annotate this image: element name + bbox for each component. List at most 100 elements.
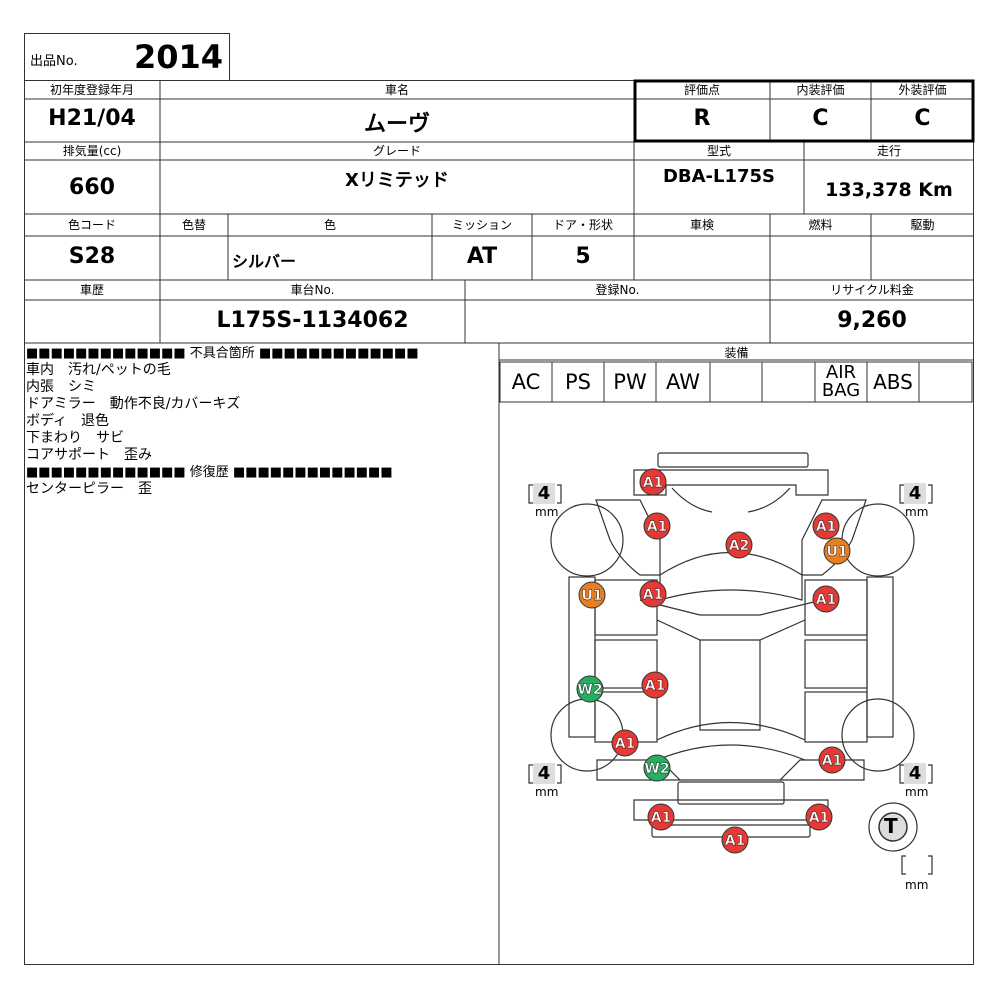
damage-mark-label: A1 xyxy=(645,678,666,694)
recycle-value: 9,260 xyxy=(837,308,907,333)
defects-panel: ■■■■■■■■■■■■■ 不具合箇所 ■■■■■■■■■■■■■ 車内 汚れ/… xyxy=(26,345,496,498)
mission-value: AT xyxy=(466,244,498,269)
damage-mark-circle xyxy=(647,803,675,831)
damage-mark-circle xyxy=(576,675,604,703)
header-car-name: 車名 xyxy=(384,83,409,97)
tire-depth-fr: 4 xyxy=(904,483,926,504)
tire-depth-rr: 4 xyxy=(904,763,926,784)
equipment-aw: AW xyxy=(666,370,700,394)
damage-mark-label: A1 xyxy=(615,736,636,752)
damage-mark-circle xyxy=(578,581,606,609)
damage-mark-label: U1 xyxy=(826,544,847,560)
spare-unit: mm xyxy=(905,878,929,892)
tire-depth-fl: 4 xyxy=(533,483,555,504)
damage-mark-circle xyxy=(818,746,846,774)
tire-depth-rl: 4 xyxy=(533,763,555,784)
equipment-ps: PS xyxy=(565,370,591,394)
damage-mark-label: A1 xyxy=(816,519,837,535)
header-equipment: 装備 xyxy=(724,346,749,360)
mileage-value: 133,378 Km xyxy=(825,179,953,201)
damage-mark-label: A1 xyxy=(822,753,843,769)
defect-item: ボディ 退色 xyxy=(26,413,110,429)
damage-mark-label: A1 xyxy=(809,810,830,826)
damage-mark-label: U1 xyxy=(581,588,602,604)
exterior-value: C xyxy=(914,106,931,131)
damage-mark-label: A1 xyxy=(647,519,668,535)
rating-value: R xyxy=(693,106,711,131)
tire-unit-rr: mm xyxy=(905,785,929,799)
header-displacement: 排気量(cc) xyxy=(62,144,122,158)
header-color: 色 xyxy=(323,218,336,232)
header-color-code: 色コード xyxy=(67,218,116,232)
damage-mark-circle xyxy=(611,729,639,757)
defect-item: ドアミラー 動作不良/カバーキズ xyxy=(26,396,241,412)
header-grade: グレード xyxy=(372,144,421,158)
model-value: DBA-L175S xyxy=(662,166,776,187)
color-value: シルバー xyxy=(232,252,297,271)
header-recycle: リサイクル料金 xyxy=(830,283,914,297)
damage-mark-circle xyxy=(805,803,833,831)
damage-mark-label: A1 xyxy=(643,587,664,603)
defect-item: 内張 シミ xyxy=(26,379,96,395)
header-color-change: 色替 xyxy=(181,218,206,232)
displacement-value: 660 xyxy=(69,175,115,200)
equipment-pw: PW xyxy=(613,370,647,394)
header-mission: ミッション xyxy=(451,218,512,232)
damage-mark-label: W2 xyxy=(644,761,669,777)
header-exterior: 外装評価 xyxy=(898,83,947,97)
header-mileage: 走行 xyxy=(876,144,901,158)
equipment-airbag: AIR BAG xyxy=(821,362,861,401)
defects-banner: ■■■■■■■■■■■■■ 不具合箇所 ■■■■■■■■■■■■■ xyxy=(26,346,419,361)
damage-mark-circle xyxy=(812,512,840,540)
defect-item: コアサポート 歪み xyxy=(26,447,152,463)
damage-mark-circle xyxy=(643,754,671,782)
header-inspection: 車検 xyxy=(689,218,714,232)
defect-item: 下まわり サビ xyxy=(26,430,124,446)
tire-unit-fr: mm xyxy=(905,505,929,519)
tire-unit-fl: mm xyxy=(535,505,559,519)
header-door: ドア・形状 xyxy=(552,218,613,232)
header-chassis: 車台No. xyxy=(290,283,335,297)
header-reg-no: 登録No. xyxy=(595,283,640,297)
damage-mark-label: A1 xyxy=(651,810,672,826)
damage-mark-circle xyxy=(725,531,753,559)
interior-value: C xyxy=(812,106,829,131)
tire-unit-rl: mm xyxy=(535,785,559,799)
grade-value: Xリミテッド xyxy=(345,170,449,191)
header-drive: 駆動 xyxy=(910,218,935,232)
lot-label: 出品No. xyxy=(30,54,78,69)
defect-item: 車内 汚れ/ペットの毛 xyxy=(26,362,171,378)
damage-mark-circle xyxy=(639,580,667,608)
damage-mark-circle xyxy=(643,512,671,540)
header-history: 車歴 xyxy=(79,283,104,297)
damage-mark-circle xyxy=(812,585,840,613)
color-code-value: S28 xyxy=(68,244,116,269)
repair-banner: ■■■■■■■■■■■■■ 修復歴 ■■■■■■■■■■■■■ xyxy=(26,465,393,480)
header-rating: 評価点 xyxy=(683,83,720,97)
damage-mark-circle xyxy=(639,468,667,496)
damage-mark-circle xyxy=(641,671,669,699)
header-first-reg: 初年度登録年月 xyxy=(49,83,134,97)
damage-mark-label: A1 xyxy=(725,833,746,849)
car-name-value: ムーヴ xyxy=(363,112,430,137)
damage-mark-label: W2 xyxy=(577,682,602,698)
spare-tire-label: T xyxy=(884,814,898,838)
damage-mark-circle xyxy=(823,537,851,565)
chassis-value: L175S-1134062 xyxy=(216,308,409,333)
repair-item: センターピラー 歪 xyxy=(26,481,152,497)
damage-mark-label: A1 xyxy=(643,475,664,491)
header-model: 型式 xyxy=(706,144,731,158)
damage-mark-label: A1 xyxy=(816,592,837,608)
lot-box xyxy=(24,33,230,81)
equipment-ac: AC xyxy=(511,370,541,394)
damage-mark-label: A2 xyxy=(729,538,750,554)
header-interior: 内装評価 xyxy=(796,83,845,97)
first-reg-value: H21/04 xyxy=(48,106,136,131)
lot-number: 2014 xyxy=(134,38,224,76)
header-fuel: 燃料 xyxy=(808,218,833,232)
equipment-abs: ABS xyxy=(873,370,913,394)
